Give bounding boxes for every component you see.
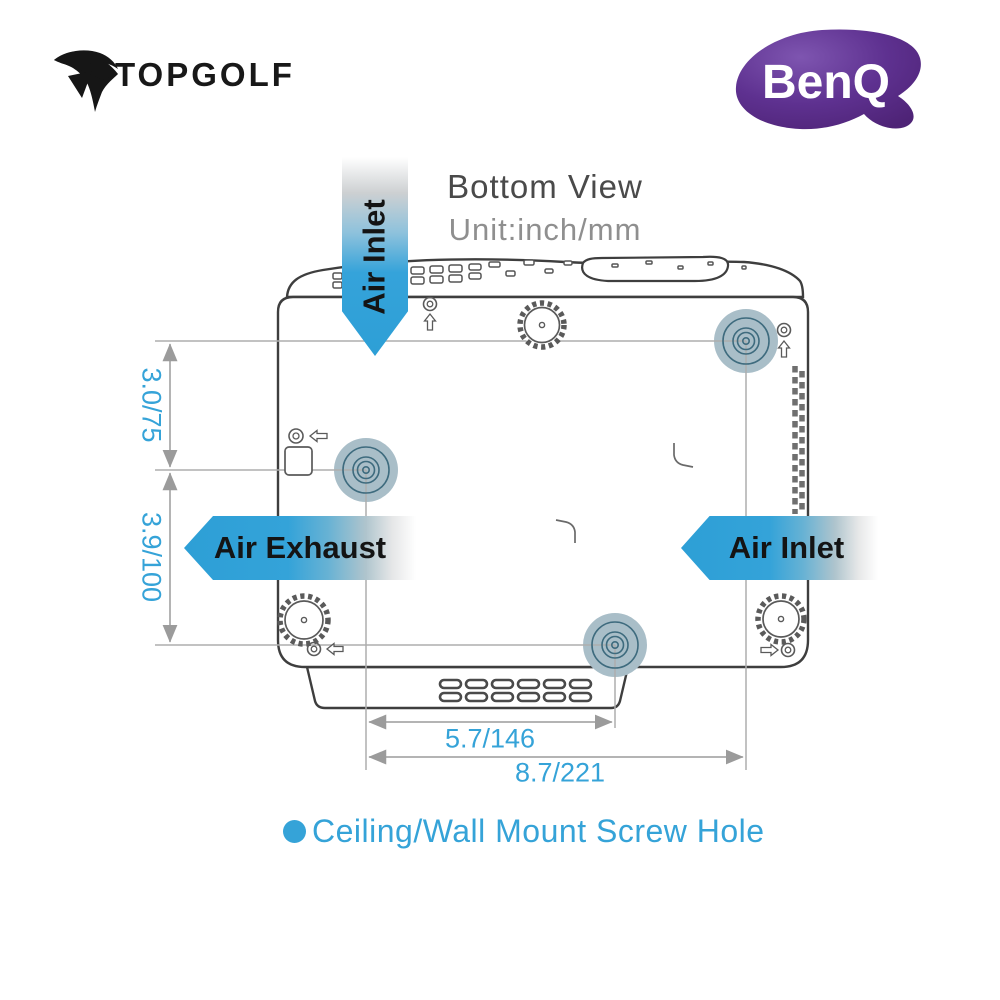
benq-logo: BenQ	[735, 29, 921, 130]
benq-blob	[735, 29, 921, 130]
air-exhaust-arrow: Air Exhaust	[184, 516, 416, 580]
air-inlet-top-arrow: Air Inlet	[342, 157, 408, 356]
benq-wordmark: BenQ	[762, 56, 890, 109]
topgolf-logo: TOPGOLF	[48, 40, 348, 135]
mold-marks	[555, 443, 694, 543]
diagram-title: Bottom View	[447, 168, 643, 205]
vertical-dimension-label-2: 3.9/100	[136, 511, 167, 603]
air-inlet-right-label: Air Inlet	[728, 530, 845, 565]
air-exhaust-label: Air Exhaust	[213, 530, 387, 565]
title-block: Bottom View Unit:inch/mm	[375, 168, 715, 248]
air-inlet-right-arrow: Air Inlet	[681, 516, 878, 580]
horizontal-dimension-label-1: 5.7/146	[444, 723, 536, 754]
horizontal-dimension-label-2: 8.7/221	[514, 757, 606, 788]
tray-vent-grid	[438, 678, 593, 703]
air-inlet-top-label: Air Inlet	[357, 198, 392, 315]
screw-direction-icons	[284, 296, 796, 658]
diagram-unit: Unit:inch/mm	[448, 212, 642, 247]
topgolf-icon	[54, 50, 118, 112]
legend-label: Ceiling/Wall Mount Screw Hole	[312, 813, 765, 849]
legend: Ceiling/Wall Mount Screw Hole	[283, 813, 765, 850]
dimension-lines	[162, 343, 744, 765]
right-vent-strip	[792, 366, 805, 514]
rear-ports	[332, 259, 747, 289]
topgolf-wordmark: TOPGOLF	[115, 56, 295, 93]
screw-up-icon	[422, 296, 438, 331]
screw-left-icon	[306, 641, 344, 657]
adjuster-foot	[755, 593, 807, 645]
adjuster-foot	[277, 593, 331, 647]
screw-hole-bullet-icon	[283, 820, 306, 843]
adjuster-foot	[517, 300, 567, 350]
adjuster-feet	[277, 300, 807, 647]
screw-up-icon	[776, 322, 792, 358]
screw-right-icon	[760, 642, 796, 658]
screw-hole-rings	[342, 317, 770, 669]
vertical-dimension-label-1: 3.0/75	[136, 367, 167, 443]
handle-recess	[581, 255, 730, 283]
cover-plate	[284, 446, 313, 476]
screw-left-icon	[288, 428, 328, 444]
